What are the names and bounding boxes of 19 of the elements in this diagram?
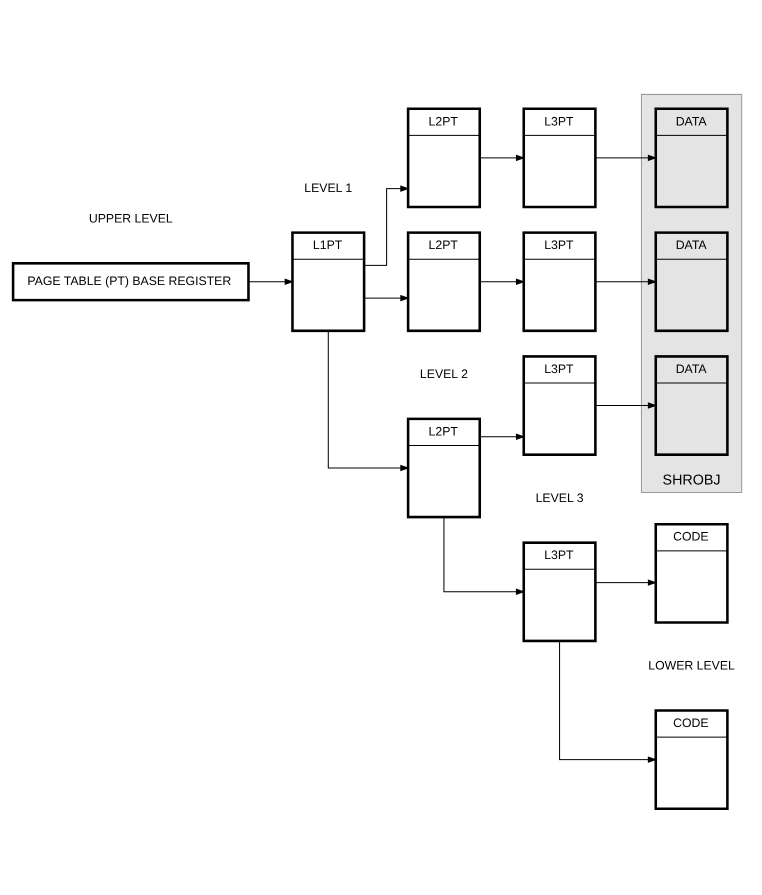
arrow bbox=[479, 434, 525, 440]
arrow bbox=[248, 278, 294, 285]
arrow bbox=[479, 154, 525, 162]
label: LEVEL 3 bbox=[535, 490, 584, 505]
label: LOWER LEVEL bbox=[648, 658, 734, 673]
arrow bbox=[558, 641, 657, 763]
arrow bbox=[442, 517, 525, 596]
arrow bbox=[595, 154, 657, 162]
arrow bbox=[595, 278, 657, 285]
arrow bbox=[364, 294, 410, 302]
arrow bbox=[595, 402, 657, 409]
arrow bbox=[479, 278, 525, 285]
node-box: PAGE TABLE (PT) BASE REGISTER bbox=[11, 262, 250, 302]
arrow bbox=[327, 331, 410, 472]
arrow bbox=[364, 185, 409, 266]
label: LEVEL 1 bbox=[304, 180, 352, 195]
label: UPPER LEVEL bbox=[88, 211, 172, 226]
label: LEVEL 2 bbox=[419, 367, 468, 382]
arrow bbox=[595, 579, 657, 586]
